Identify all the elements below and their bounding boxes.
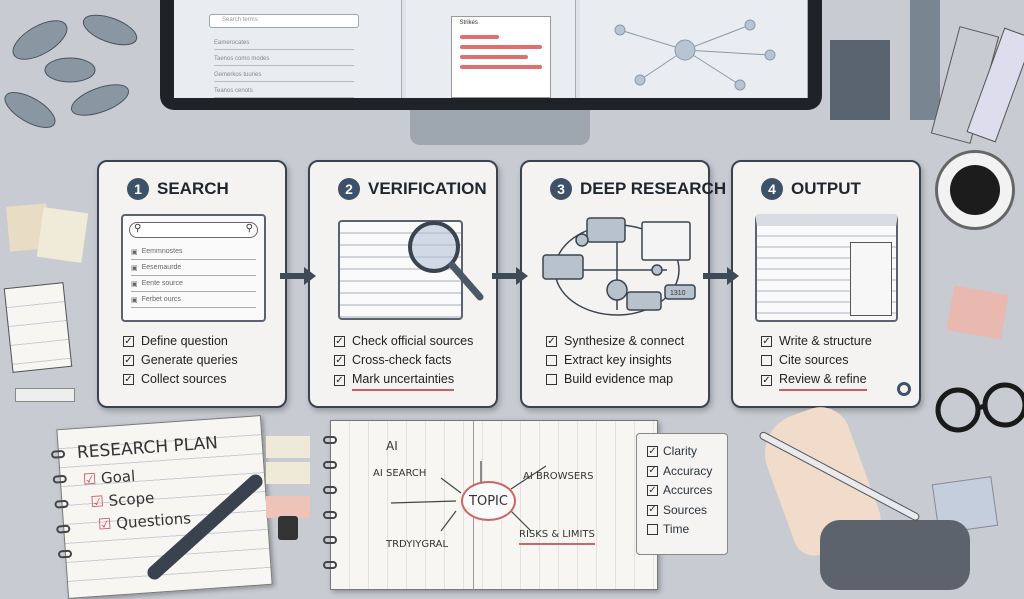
verify-document: Strikes <box>450 16 551 98</box>
mindmap-branch: RISKS & LIMITS <box>519 529 595 545</box>
check-item[interactable]: Cite sources <box>761 351 872 370</box>
search-result[interactable]: Eamerocates <box>214 40 354 50</box>
step-card-output: 4 OUTPUT ✓Write & structure Cite sources … <box>731 160 921 408</box>
check-item[interactable]: ✓Collect sources <box>123 372 227 386</box>
sticky-note-icon <box>36 207 89 263</box>
checkbox-checked-icon: ✓ <box>334 335 345 347</box>
search-pane: Search terms Eamerocates Taenos como mod… <box>174 0 402 98</box>
mindmap-branch: TRDYIYGRAL <box>386 539 449 550</box>
check-item[interactable]: Time <box>647 520 717 540</box>
check-item[interactable]: Extract key insights <box>546 351 684 370</box>
search-bar[interactable]: ⚲⚲ <box>129 222 258 238</box>
checkbox-checked-icon: ✓ <box>123 335 134 347</box>
checkbox-checked-icon: ✓ <box>123 354 134 366</box>
document-window-icon <box>755 214 898 322</box>
logo-icon <box>897 382 911 396</box>
mindmap-lines <box>390 461 547 532</box>
arrow-right-icon <box>280 267 316 285</box>
graph-pane <box>580 0 808 98</box>
books-icon <box>830 0 1024 144</box>
step-number-badge: 1 <box>127 178 149 200</box>
sidebar-checklist <box>850 242 892 316</box>
monitor: Search terms Eamerocates Taenos como mod… <box>160 0 822 110</box>
checkbox-empty-icon <box>761 355 772 366</box>
check-item[interactable]: ✓Clarity <box>647 444 698 458</box>
mindmap-center: TOPIC <box>461 481 516 521</box>
step-title: DEEP RESEARCH <box>580 179 727 198</box>
sticky-tab <box>266 496 310 518</box>
step-number-badge: 3 <box>550 178 572 200</box>
plant-icon <box>4 14 138 128</box>
monitor-screen: Search terms Eamerocates Taenos como mod… <box>174 0 808 98</box>
search-window-illustration: ⚲⚲ ▣ Eemmnostes ▣ Eesemaurde ▣ Eente sou… <box>121 214 266 322</box>
sticky-tab <box>266 436 310 458</box>
mindmap-notebook: TOPIC AI AI SEARCH AI BROWSERS TRDYIYGRA… <box>323 420 658 591</box>
check-item[interactable]: ✓Accuracy <box>647 463 713 478</box>
arrow-right-icon <box>703 267 739 285</box>
check-item[interactable]: ✓Cross-check facts <box>334 353 452 367</box>
check-item[interactable]: Build evidence map <box>546 370 684 389</box>
search-icon: ⚲ <box>245 223 253 234</box>
search-result[interactable]: Taenos como modes <box>214 56 354 66</box>
checkbox-empty-icon <box>546 374 557 385</box>
arrow-right-icon <box>492 267 528 285</box>
checkbox-empty-icon <box>546 355 557 366</box>
search-icon: ⚲ <box>134 223 142 234</box>
step-checklist: ✓Define question ✓Generate queries ✓Coll… <box>123 332 238 389</box>
checkbox-checked-icon: ✓ <box>334 354 345 366</box>
monitor-stand <box>410 110 590 145</box>
result-row[interactable]: ▣ Ferbet ourcs <box>131 292 256 308</box>
step-number-badge: 2 <box>338 178 360 200</box>
doc-title: Strikes <box>459 20 478 26</box>
network-graph-icon: 1310 <box>542 217 696 316</box>
network-graph-icon <box>614 19 776 91</box>
sticky-note-icon <box>946 285 1009 340</box>
check-item[interactable]: ✓Accurces <box>647 483 713 497</box>
step-checklist: ✓Check official sources ✓Cross-check fac… <box>334 332 473 391</box>
step-title: SEARCH <box>157 179 229 198</box>
quality-checklist: ✓Clarity ✓Accuracy ✓Accurces ✓Sources Ti… <box>636 433 728 555</box>
step-checklist: ✓Write & structure Cite sources ✓Review … <box>761 332 872 391</box>
checkbox-checked-icon: ✓ <box>546 335 557 347</box>
step-number-badge: 4 <box>761 178 783 200</box>
checkbox-checked-icon: ✓ <box>334 374 345 386</box>
check-item[interactable]: ✓Sources <box>647 502 708 517</box>
checkbox-checked-icon: ✓ <box>761 374 772 386</box>
check-item[interactable]: ✓Define question <box>123 334 228 348</box>
mindmap-branch: AI BROWSERS <box>523 471 594 482</box>
step-card-verification: 2 VERIFICATION ✓Check official sources ✓C… <box>308 160 498 408</box>
result-row[interactable]: ▣ Eesemaurde <box>131 260 256 276</box>
search-result[interactable]: Teanos cenots <box>214 88 354 98</box>
eraser-icon <box>15 388 75 402</box>
notepad-icon <box>3 282 73 373</box>
binder-clip-icon <box>278 516 298 540</box>
search-result[interactable]: Gemerkos tuuries <box>214 72 354 82</box>
sleeve-icon <box>820 520 970 590</box>
check-item[interactable]: ✓Mark uncertainties <box>334 370 473 391</box>
step-card-deep-research: 3 DEEP RESEARCH 1310 ✓Synthesize & connec… <box>520 160 726 408</box>
check-item[interactable]: ✓Generate queries <box>123 353 238 367</box>
checkbox-checked-icon: ✓ <box>761 335 772 347</box>
step-title: OUTPUT <box>791 179 861 198</box>
search-input[interactable]: Search terms <box>209 14 359 28</box>
mindmap-branch: AI SEARCH <box>373 468 427 479</box>
coffee-cup-icon <box>935 150 1015 230</box>
step-checklist: ✓Synthesize & connect Extract key insigh… <box>546 332 684 389</box>
sticky-tab <box>266 462 310 484</box>
glasses-icon <box>935 382 1024 433</box>
check-item[interactable]: ✓Write & structure <box>761 334 872 348</box>
check-item[interactable]: ✓Review & refine <box>761 370 872 391</box>
result-row[interactable]: ▣ Eente source <box>131 276 256 292</box>
step-title: VERIFICATION <box>368 179 487 198</box>
checkbox-checked-icon: ✓ <box>123 373 134 385</box>
check-item[interactable]: ✓Synthesize & connect <box>546 334 685 348</box>
result-row[interactable]: ▣ Eemmnostes <box>131 244 256 260</box>
ai-badge: AI <box>386 439 398 453</box>
magnifier-glass-icon <box>408 221 484 301</box>
node-label: 1310 <box>670 290 686 297</box>
verify-pane: Strikes <box>405 0 577 98</box>
check-item[interactable]: ✓Check official sources <box>334 334 474 348</box>
